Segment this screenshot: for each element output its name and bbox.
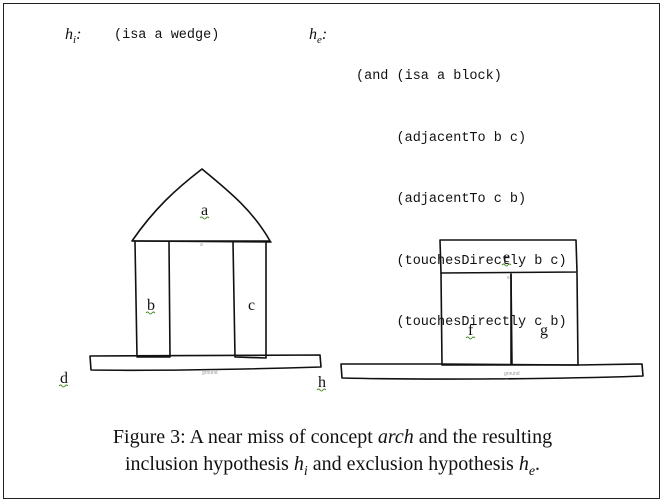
letter-g: g [540, 322, 548, 339]
block-e [439, 239, 578, 274]
letter-d: d [60, 370, 68, 387]
wedge-a [131, 168, 271, 242]
arch-sketch-diagram: a e ground ground a b c d e f g h [58, 168, 644, 392]
letter-a: a [201, 202, 208, 219]
he-code-line: (adjacentTo b c) [356, 130, 527, 146]
faint-mark: e [507, 275, 510, 281]
squiggle-e [501, 263, 512, 267]
letter-h: h [318, 374, 326, 391]
block-b [134, 241, 171, 358]
letter-f: f [468, 322, 474, 339]
block-g [510, 272, 579, 366]
block-c [232, 241, 267, 359]
caption-line-2: inclusion hypothesis hi and exclusion hy… [124, 453, 541, 479]
he-label: he: [309, 26, 328, 47]
squiggle-h [316, 388, 327, 392]
hi-label: hi: [65, 26, 82, 47]
he-code-line: (touchesDirectly b c) [356, 253, 567, 269]
faint-mark: a [200, 242, 203, 248]
faint-mark: ground [504, 371, 520, 377]
ground-h [340, 363, 644, 380]
hi-code: (isa a wedge) [114, 28, 220, 43]
he-code-line: (adjacentTo c b) [356, 192, 527, 207]
ground-d [89, 354, 322, 372]
squiggle-a [199, 216, 210, 220]
he-code-line: (touchesDirectly c b) [356, 315, 567, 330]
figure-caption: Figure 3: A near miss of concept arch an… [4, 424, 661, 485]
block-f [440, 272, 512, 366]
he-code: (and (isa a block) (adjacentTo b c) (adj… [356, 26, 567, 375]
he-code-line: (and (isa a block) [356, 69, 502, 84]
squiggle-d [58, 384, 69, 388]
squiggle-f [465, 336, 476, 340]
squiggle-b [145, 311, 156, 315]
faint-mark: ground [202, 370, 218, 376]
lintel-line [133, 240, 272, 243]
letter-e: e [503, 249, 510, 266]
letter-b: b [147, 297, 155, 314]
letter-c: c [248, 297, 255, 314]
caption-line-1: Figure 3: A near miss of concept arch an… [112, 426, 553, 448]
figure-frame: hi: (isa a wedge) he: (and (isa a block)… [3, 3, 660, 499]
